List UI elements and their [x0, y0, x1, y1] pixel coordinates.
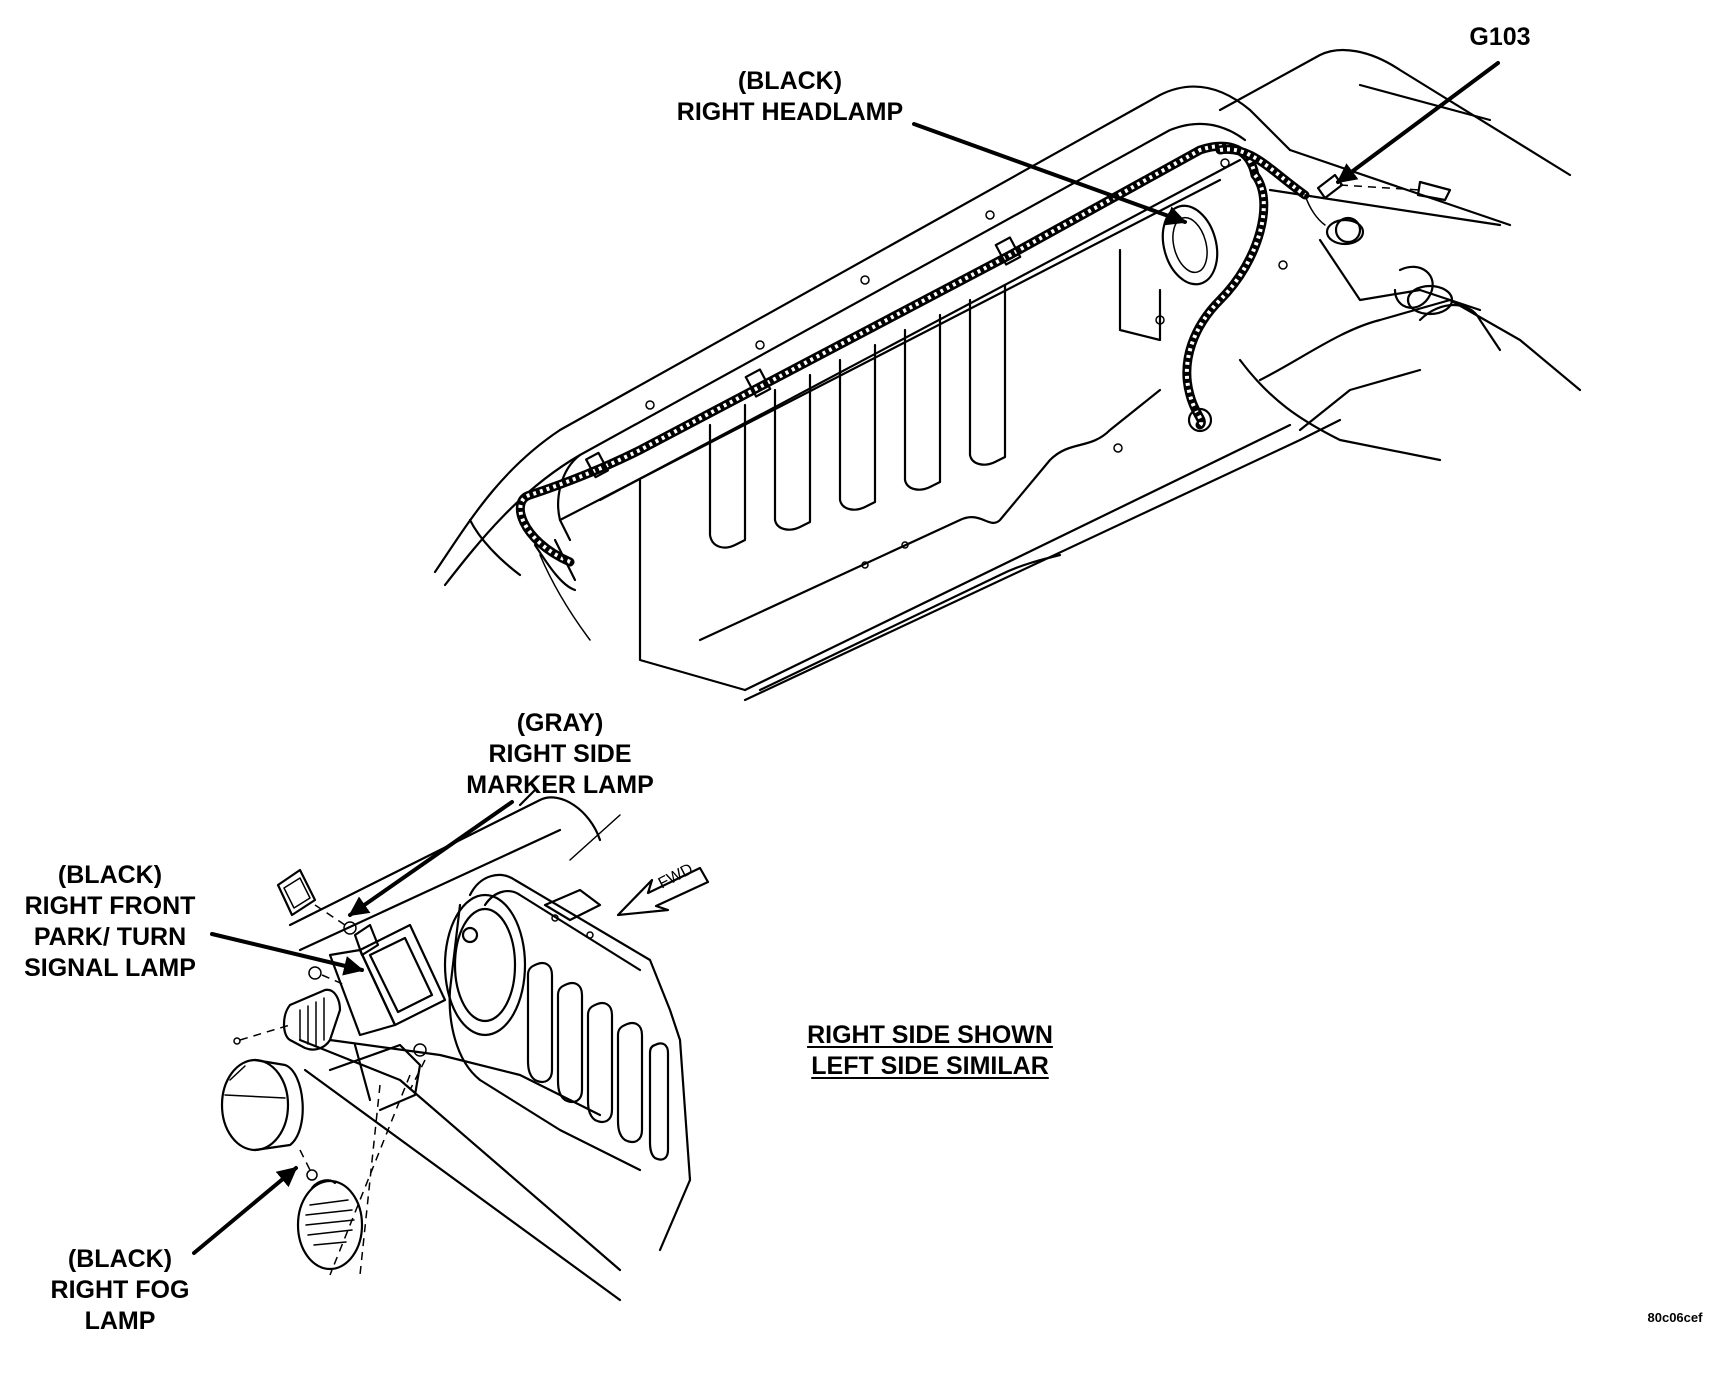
park-turn-label: (BLACK) RIGHT FRONT PARK/ TURN SIGNAL LA…	[0, 860, 220, 984]
right-headlamp-label: (BLACK) RIGHT HEADLAMP	[640, 66, 940, 128]
leader-arrows	[192, 61, 1500, 1255]
park-turn-leader	[210, 932, 364, 976]
park-turn-name-2: PARK/ TURN	[33, 923, 187, 951]
wiring-harness	[516, 141, 1310, 592]
fog-lamp-label: (BLACK) RIGHT FOG LAMP	[20, 1244, 220, 1337]
park-turn-lamp	[233, 966, 346, 1051]
note-line-1: RIGHT SIDE SHOWN	[807, 1021, 1053, 1049]
fog-lamp-leader	[192, 1166, 298, 1255]
right-headlamp-name: RIGHT HEADLAMP	[676, 98, 904, 126]
side-marker-color: (GRAY)	[516, 709, 604, 737]
note-line-2: LEFT SIDE SIMILAR	[811, 1052, 1049, 1080]
grille-slats	[708, 283, 1007, 549]
upper-grille-assembly	[433, 48, 1582, 702]
g103-name: G103	[1469, 23, 1531, 51]
g103-label: G103	[1440, 22, 1560, 53]
fwd-arrow	[616, 866, 710, 917]
fog-lamp	[220, 1058, 364, 1271]
park-turn-color: (BLACK)	[57, 861, 163, 889]
fog-lamp-name-1: RIGHT FOG	[50, 1276, 190, 1304]
lower-grille-slots	[526, 961, 670, 1161]
ground-stud	[1304, 173, 1452, 244]
park-turn-name-1: RIGHT FRONT	[24, 892, 196, 920]
g103-leader	[1336, 61, 1500, 184]
side-marker-leader	[348, 800, 514, 917]
park-turn-name-3: SIGNAL LAMP	[24, 954, 196, 982]
right-headlamp-color: (BLACK)	[737, 67, 843, 95]
fog-lamp-color: (BLACK)	[67, 1245, 173, 1273]
side-marker-lamp	[276, 868, 380, 957]
right-headlamp-leader	[912, 122, 1187, 226]
fog-lamp-name-2: LAMP	[84, 1307, 156, 1335]
side-marker-name-1: RIGHT SIDE	[488, 740, 632, 768]
figure-id: 80c06cef	[1630, 1310, 1720, 1326]
figure-id-text: 80c06cef	[1647, 1310, 1703, 1325]
lower-grille-assembly	[220, 788, 710, 1302]
side-marker-label: (GRAY) RIGHT SIDE MARKER LAMP	[420, 708, 700, 801]
side-marker-name-2: MARKER LAMP	[466, 771, 654, 799]
note-label: RIGHT SIDE SHOWN LEFT SIDE SIMILAR	[770, 1020, 1090, 1082]
